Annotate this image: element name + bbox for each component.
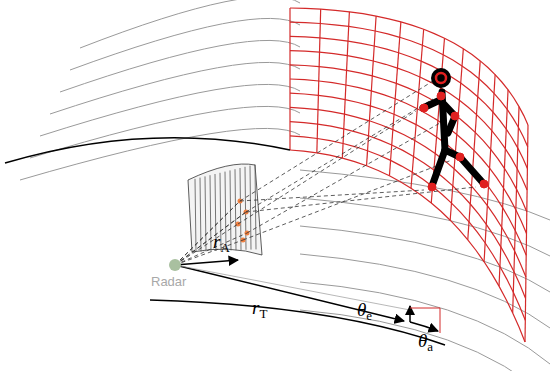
range-arc xyxy=(300,282,550,364)
projection-ray xyxy=(246,187,476,212)
projection-ray xyxy=(175,212,246,265)
surface-line xyxy=(210,175,211,251)
angle-label: θe xyxy=(357,300,372,322)
label-part: θ xyxy=(357,299,366,320)
surface-line xyxy=(240,168,241,250)
range-arc xyxy=(20,128,300,180)
grid-line xyxy=(290,36,527,168)
label-part: a xyxy=(427,339,433,354)
grid-line xyxy=(290,22,528,147)
projection-ray xyxy=(175,224,238,265)
projection-ray xyxy=(240,190,424,201)
label-part: θ xyxy=(418,330,427,351)
projection-surface xyxy=(188,164,262,255)
projection-ray xyxy=(240,81,433,201)
range-arc xyxy=(300,226,550,292)
label-part: T xyxy=(259,306,267,321)
projection-ray xyxy=(175,240,243,265)
projection-ray xyxy=(238,111,416,224)
grid-line xyxy=(290,150,525,342)
projection-ray xyxy=(243,160,452,240)
surface-line xyxy=(245,167,246,250)
label-part: r xyxy=(213,231,220,252)
grid-line xyxy=(290,136,525,320)
angle-label: θa xyxy=(418,331,433,353)
projection-ray xyxy=(175,201,240,265)
radar-label: Radar xyxy=(151,275,186,288)
surface-line xyxy=(225,172,226,251)
label-part: A xyxy=(220,240,229,255)
range-arc xyxy=(300,310,550,371)
grid-line xyxy=(290,8,528,125)
range-label: rA xyxy=(213,232,230,254)
projection-ray xyxy=(247,119,447,233)
projection-ray xyxy=(175,212,246,265)
label-part: r xyxy=(252,297,259,318)
range-label: rT xyxy=(252,298,267,320)
label-part: e xyxy=(366,308,372,323)
surface-line xyxy=(205,176,206,251)
range-arc xyxy=(30,106,300,158)
surface-line xyxy=(195,179,196,252)
range-arc xyxy=(300,170,550,220)
projection-ray xyxy=(175,201,240,265)
